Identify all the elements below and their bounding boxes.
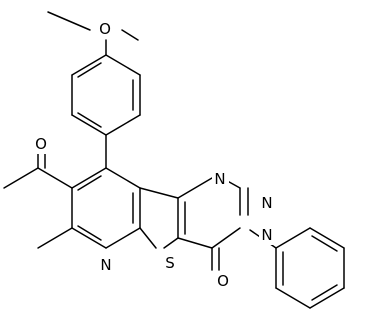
bond — [105, 227, 141, 249]
svg-text:N: N — [261, 194, 272, 212]
bond — [71, 167, 107, 189]
svg-text:S: S — [165, 254, 175, 272]
bond — [177, 237, 213, 249]
svg-text:O: O — [35, 135, 47, 153]
atom-o-acetyl: O — [33, 135, 50, 154]
atom-n-triazine-b: N — [259, 194, 276, 213]
bond — [309, 287, 345, 309]
svg-text:O: O — [217, 272, 229, 290]
atom-s-thiophene: S — [162, 254, 179, 273]
bond — [311, 284, 338, 301]
bond — [311, 235, 338, 252]
svg-text:N: N — [100, 256, 111, 274]
bond — [77, 62, 102, 78]
atom-o-carbonyl: O — [215, 272, 232, 291]
bond — [139, 227, 157, 249]
svg-text:N: N — [261, 226, 272, 244]
bond — [275, 227, 311, 249]
bond — [3, 167, 39, 189]
bond — [309, 227, 345, 249]
bond — [71, 227, 107, 249]
bond — [105, 114, 141, 136]
bond — [105, 54, 141, 76]
bond — [37, 227, 73, 249]
bond — [77, 225, 102, 241]
atom-n-triazine-a: N — [212, 170, 229, 189]
atom-o-methoxy: O — [97, 20, 114, 39]
bond — [71, 54, 107, 76]
bond — [139, 187, 179, 199]
bond — [77, 112, 102, 128]
bond — [47, 11, 91, 31]
bond — [71, 114, 107, 136]
svg-text:N: N — [214, 170, 225, 188]
atom-label-layer: O O N S N N N — [33, 20, 276, 291]
atom-n-triazine-c: N — [259, 226, 276, 245]
bond — [275, 287, 311, 309]
svg-text:O: O — [99, 20, 111, 38]
bond — [211, 227, 241, 249]
bond — [177, 177, 213, 199]
bond — [121, 29, 139, 41]
bond — [77, 175, 102, 191]
bond-layer — [3, 11, 345, 309]
bond — [37, 167, 73, 189]
bond — [105, 167, 141, 189]
bond — [163, 237, 179, 249]
atom-n-pyridine: N — [98, 256, 115, 275]
